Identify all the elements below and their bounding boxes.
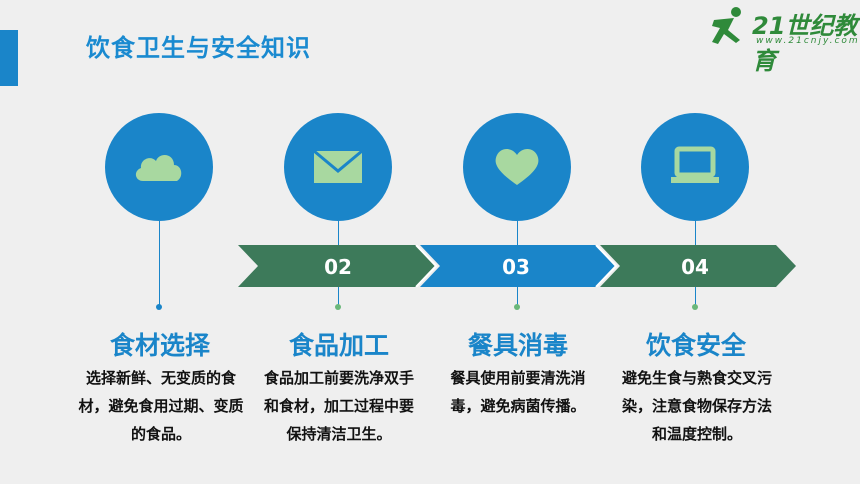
cloud-icon [135,155,182,181]
step-3-dot [514,304,520,310]
step-4-circle [641,113,749,221]
step-1-stem [159,221,160,307]
step-4-heading: 饮食安全 [645,331,746,360]
logo-text: 21世纪教育 [752,12,858,75]
step-2-heading: 食品加工 [288,331,389,360]
step-4-number: 04 [681,255,709,279]
step-3-number: 03 [502,255,530,279]
step-1-circle [105,113,213,221]
runner-logo-icon [712,7,741,44]
logo: 21世纪教育 www.21cnjy.com [700,4,860,75]
process-arrow-bar [238,245,796,287]
heart-icon [495,149,539,185]
step-4-dot [692,304,698,310]
logo-subtext: www.21cnjy.com [756,36,860,46]
step-2-description: 食品加工前要洗净双手和食材，加工过程中要保持清洁卫生。 [263,369,414,443]
step-3-description: 餐具使用前要清洗消毒，避免病菌传播。 [450,369,586,415]
arrow-segment-04 [600,245,796,287]
step-1-dot [156,304,162,310]
step-3-heading: 餐具消毒 [467,331,568,360]
step-2-number: 02 [324,255,352,279]
laptop-icon [671,146,719,183]
left-accent-bar [0,30,18,86]
arrow-segment-02 [238,245,436,287]
step-2-dot [335,304,341,310]
step-2-circle [284,113,392,221]
step-4-description: 避免生食与熟食交叉污染，注意食物保存方法和温度控制。 [621,369,772,443]
arrow-segment-03 [420,245,616,287]
page-title: 饮食卫生与安全知识 [86,34,311,62]
step-3-circle [463,113,571,221]
mail-icon [313,149,363,183]
step-1-description: 选择新鲜、无变质的食材，避免食用过期、变质的食品。 [78,369,244,443]
step-1-heading: 食材选择 [109,331,210,360]
